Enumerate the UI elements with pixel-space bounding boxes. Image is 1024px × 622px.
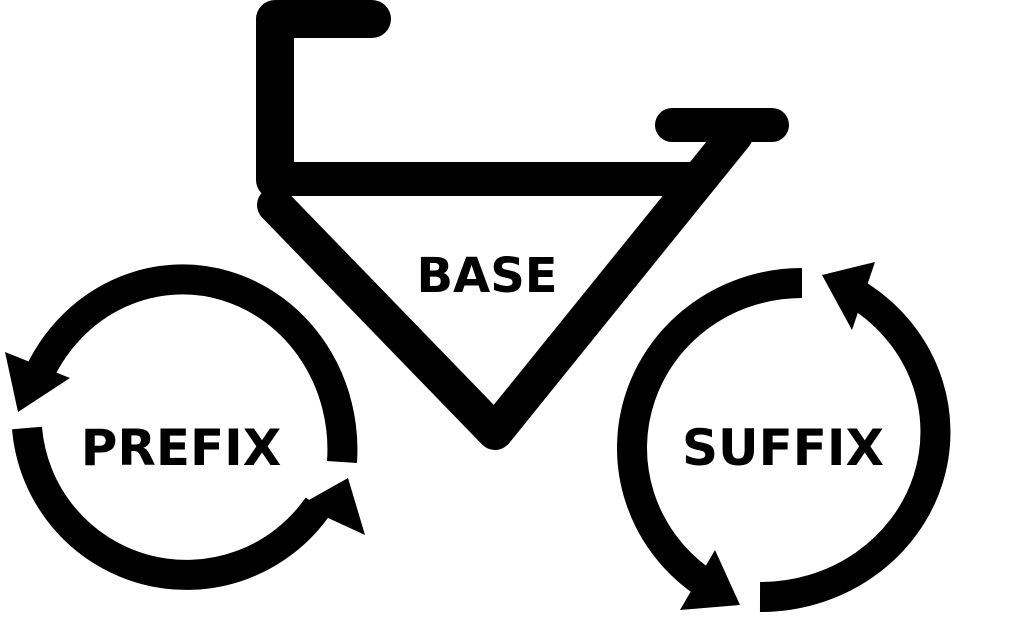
prefix-arrowhead-left xyxy=(5,352,70,412)
suffix-label: SUFFIX xyxy=(682,419,884,477)
suffix-left-arc xyxy=(617,268,803,593)
handlebar xyxy=(256,0,391,199)
suffix-arrowhead-bottom xyxy=(680,550,740,610)
prefix-bottom-arc xyxy=(12,426,331,590)
bicycle-frame xyxy=(256,0,789,450)
prefix-label: PREFIX xyxy=(81,419,282,477)
suffix-arrowhead-top xyxy=(822,262,875,330)
prefix-arrowhead-right xyxy=(300,478,365,535)
suffix-right-arc xyxy=(759,282,951,613)
suffix-cycle xyxy=(617,262,951,613)
prefix-top-arc xyxy=(26,264,358,464)
base-label: BASE xyxy=(416,248,557,304)
frame-triangle xyxy=(257,117,753,450)
prefix-cycle xyxy=(5,264,365,590)
